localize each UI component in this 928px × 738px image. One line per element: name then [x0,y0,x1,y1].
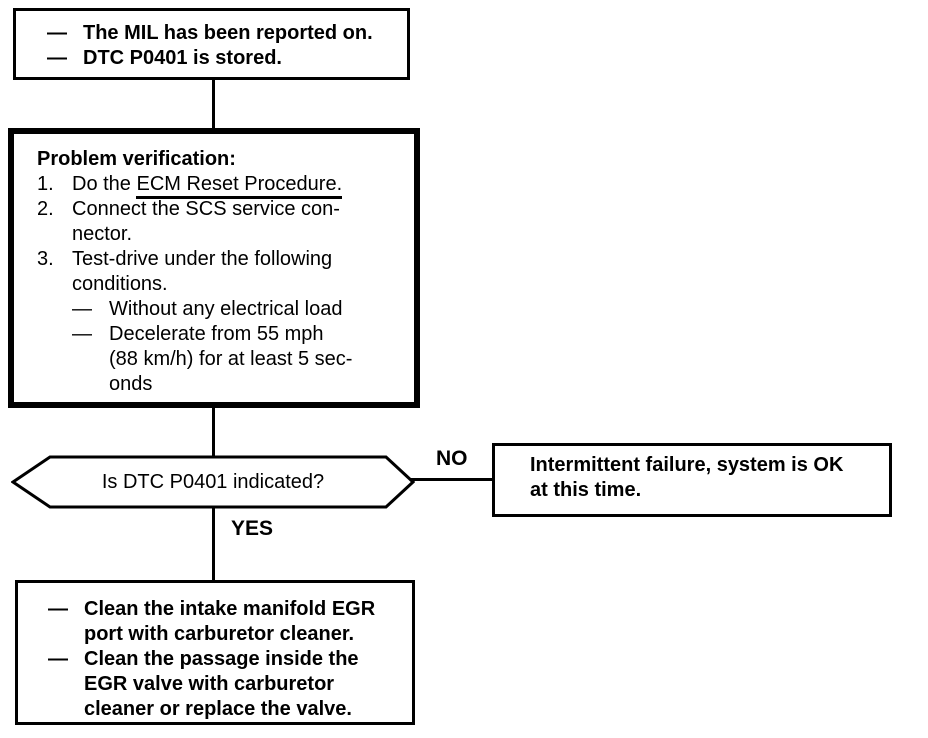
condition-text: Decelerate from 55 mph (88 km/h) for at … [109,323,353,395]
dash-bullet: — [48,648,68,670]
verification-box: Problem verification: 1. Do the ECM Rese… [8,128,420,408]
connector-start-to-verification [212,80,215,128]
step-text: Connect the SCS service con- nector. [72,198,340,245]
action-box: — Clean the intake manifold EGR port wit… [15,580,415,725]
condition-item: — Without any electrical load [72,297,406,322]
action-item-text: Clean the intake manifold EGR port with … [84,598,376,645]
dash-bullet: — [47,22,67,44]
action-item: — Clean the passage inside the EGR valve… [48,647,408,722]
condition-item: — Decelerate from 55 mph (88 km/h) for a… [72,322,406,397]
step-number: 2. [37,198,54,220]
no-label: NO [436,447,468,470]
verification-title: Problem verification: [37,148,236,170]
dash-bullet: — [47,47,67,69]
step-number: 3. [37,248,54,270]
step-text-prefix: Do the [72,173,137,195]
hexagon-shape [11,455,415,509]
decision-hexagon: Is DTC P0401 indicated? [11,454,415,510]
dash-bullet: — [72,298,92,320]
step-number: 1. [37,173,54,195]
start-box: — The MIL has been reported on. — DTC P0… [13,8,410,80]
yes-label: YES [231,517,274,540]
dash-bullet: — [72,323,92,345]
ecm-reset-procedure-reference: ECM Reset Procedure. [136,173,343,199]
dash-bullet: — [48,598,68,620]
decision-label: Is DTC P0401 indicated? [101,470,325,493]
step-text: Do the ECM Reset Procedure. [72,172,406,199]
step-text: Test-drive under the following condition… [72,248,333,295]
step-row: 2. Connect the SCS service con- nector. [37,197,406,247]
connector-verification-to-decision [212,408,215,456]
start-box-item: — DTC P0401 is stored. [47,46,403,71]
condition-text: Without any electrical load [109,298,343,320]
intermittent-failure-box: Intermittent failure, system is OK at th… [492,443,892,517]
step-row: 3. Test-drive under the following condit… [37,247,406,397]
step-row: 1. Do the ECM Reset Procedure. [37,172,406,199]
start-box-item-text: DTC P0401 is stored. [83,47,282,69]
start-box-item-text: The MIL has been reported on. [83,22,373,44]
start-box-item: — The MIL has been reported on. [47,21,403,46]
action-item: — Clean the intake manifold EGR port wit… [48,597,408,647]
action-item-text: Clean the passage inside the EGR valve w… [84,648,359,720]
connector-no-branch [410,478,492,481]
step-body: Test-drive under the following condition… [72,247,406,397]
connector-yes-branch [212,507,215,580]
